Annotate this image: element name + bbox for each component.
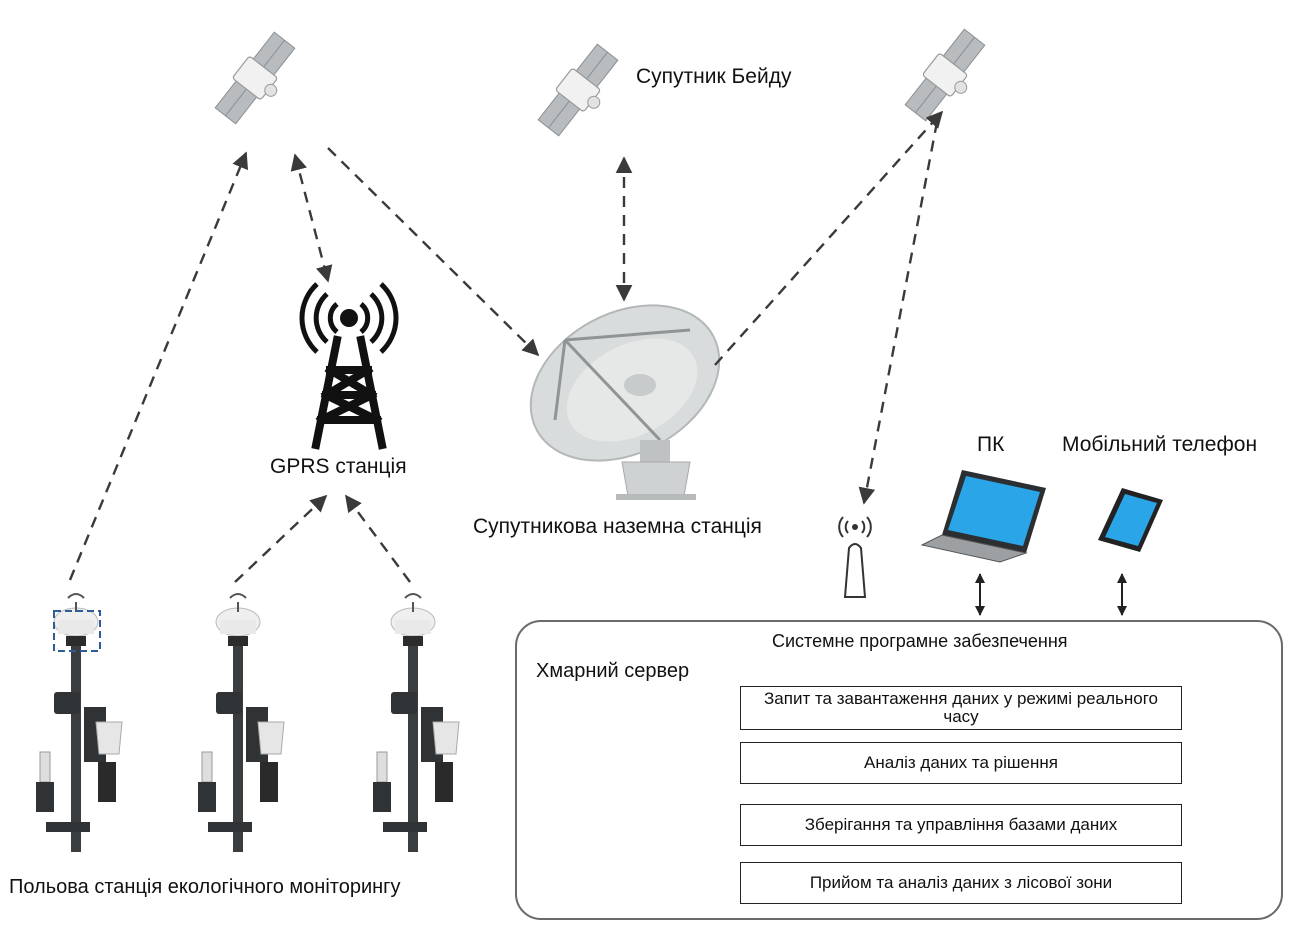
mobile-phone-icon [1098, 488, 1163, 552]
router-icon [838, 516, 872, 598]
function-data-analysis: Аналіз даних та рішення [740, 742, 1182, 784]
satellite-left-icon [210, 28, 306, 133]
cloud-server-label: Хмарний сервер [536, 660, 690, 682]
function-database-management: Зберігання та управління базами даних [740, 804, 1182, 846]
field-station-label: Польова станція екологічного моніторингу [9, 876, 401, 898]
field-station-2-icon [197, 593, 285, 853]
satellite-beidou-icon [533, 40, 629, 145]
mobile-phone-label: Мобільний телефон [1062, 433, 1258, 456]
connection-lines [68, 110, 944, 583]
gprs-tower-icon [299, 282, 399, 450]
field-station-3-icon [372, 593, 460, 853]
system-software-label: Системне програмне забезпечення [772, 631, 1068, 651]
pc-label: ПК [977, 433, 1005, 456]
gprs-station-label: GPRS станція [270, 455, 407, 478]
bidirectional-arrows [975, 573, 1127, 616]
satellite-right-icon [900, 25, 996, 130]
ground-station-label: Супутникова наземна станція [473, 515, 762, 538]
laptop-icon [920, 470, 1046, 563]
beidou-satellite-label: Супутник Бейду [636, 65, 792, 88]
function-realtime-query: Запит та завантаження даних у режимі реа… [740, 686, 1182, 730]
field-station-1-icon [35, 593, 123, 853]
selection-box [53, 610, 101, 652]
satellite-dish-icon [529, 304, 721, 500]
function-forest-data-reception: Прийом та аналіз даних з лісової зони [740, 862, 1182, 904]
